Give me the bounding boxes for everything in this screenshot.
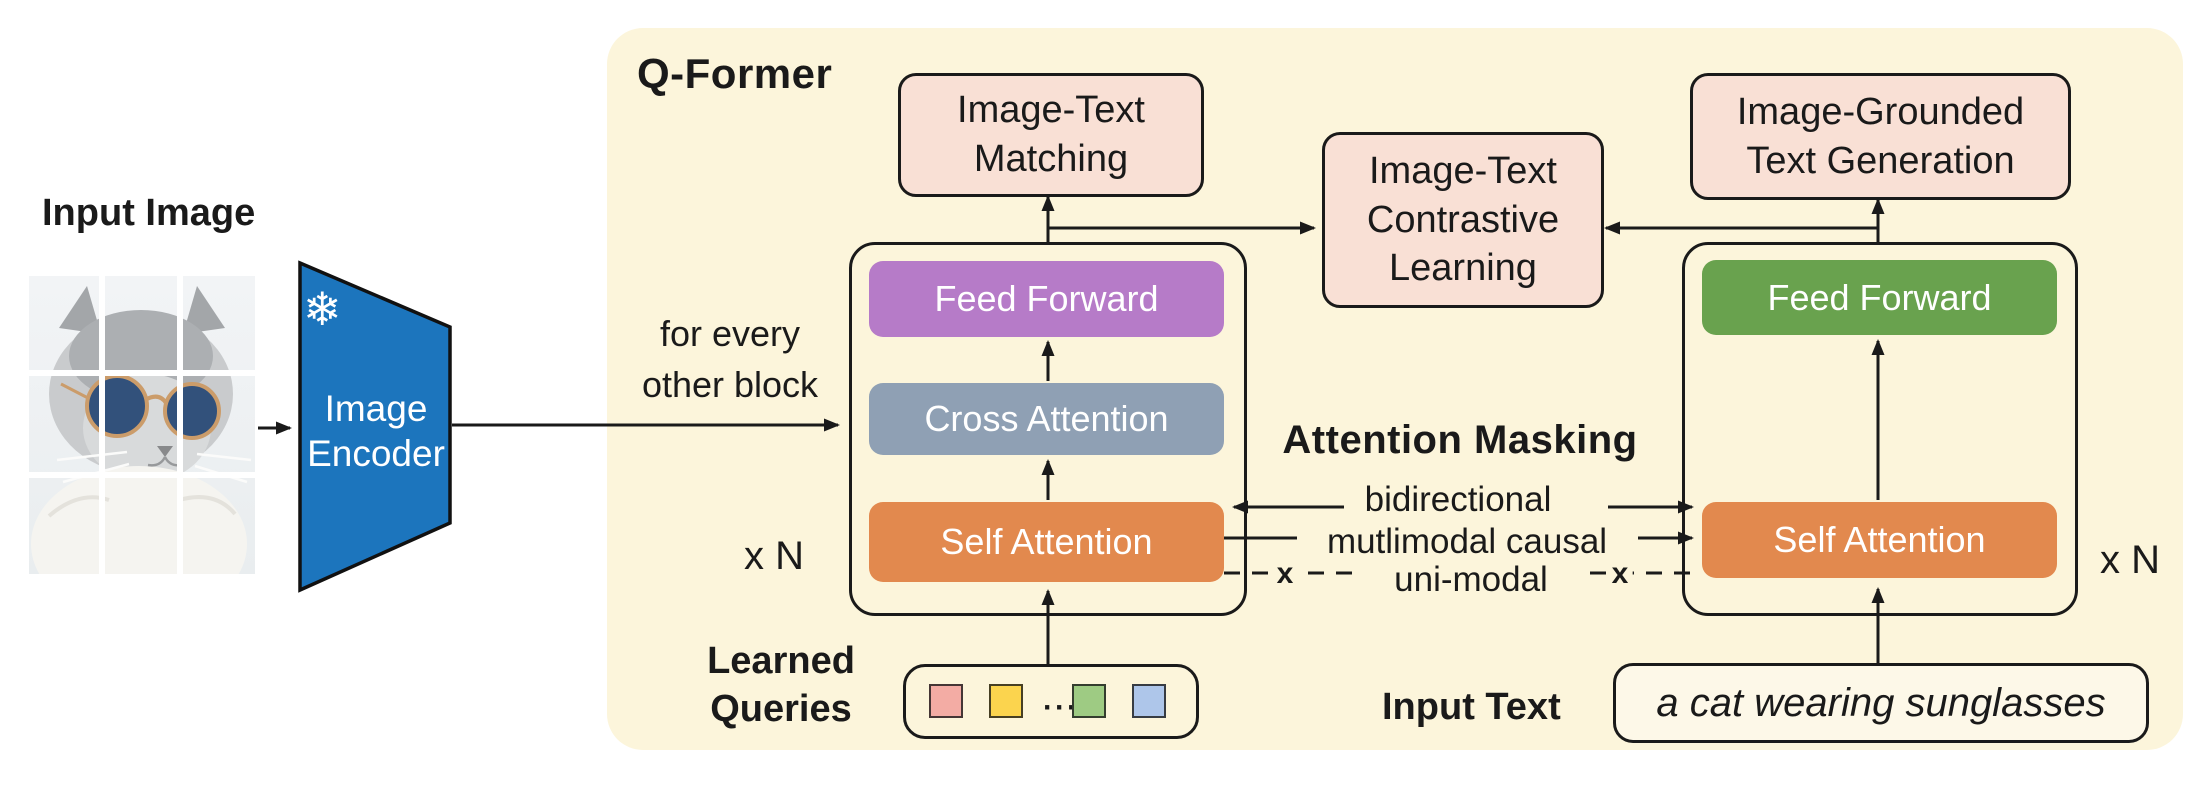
query-token-red <box>929 684 963 718</box>
qformer-title: Q-Former <box>637 50 833 97</box>
image-grounded-generation-box: Image-Grounded Text Generation <box>1690 73 2071 200</box>
input-text-value-box: a cat wearing sunglasses <box>1613 663 2149 743</box>
mask-blocked-x-left: x <box>1272 559 1298 589</box>
for-every-other-block-note: for every other block <box>641 313 819 406</box>
query-token-yellow <box>989 684 1023 718</box>
right-self-attention-layer: Self Attention <box>1702 502 2057 578</box>
left-feed-forward-layer: Feed Forward <box>869 261 1224 337</box>
input-image-thumbnail <box>29 276 255 622</box>
cat-photo-illustration <box>29 276 255 622</box>
image-encoder-label: Image Encoder <box>307 388 445 475</box>
snowflake-icon: ❄ <box>303 283 342 335</box>
image-text-matching-box: Image-Text Matching <box>898 73 1204 197</box>
mask-blocked-x-right: x <box>1607 559 1633 589</box>
right-repeat-label: x N <box>2100 538 2160 582</box>
mask-bidirectional-label: bidirectional <box>1364 480 1552 519</box>
text-transformer-block <box>1682 242 2078 616</box>
query-token-green <box>1072 684 1106 718</box>
learned-queries-label: Learned Queries <box>707 640 855 730</box>
learned-queries-tokens-box: ··· <box>903 664 1199 739</box>
input-text-label: Input Text <box>1382 686 1561 728</box>
mask-unimodal-label: uni-modal <box>1394 560 1548 599</box>
left-self-attention-layer: Self Attention <box>869 502 1224 582</box>
right-feed-forward-layer: Feed Forward <box>1702 260 2057 335</box>
query-tokens-ellipsis: ··· <box>1043 691 1079 724</box>
attention-masking-title: Attention Masking <box>1282 418 1638 462</box>
query-token-blue <box>1132 684 1166 718</box>
mask-multimodal-causal-label: mutlimodal causal <box>1326 522 1608 561</box>
image-text-contrastive-box: Image-Text Contrastive Learning <box>1322 132 1604 308</box>
input-image-label: Input Image <box>42 192 256 234</box>
cross-attention-layer: Cross Attention <box>869 383 1224 455</box>
left-repeat-label: x N <box>744 534 804 578</box>
